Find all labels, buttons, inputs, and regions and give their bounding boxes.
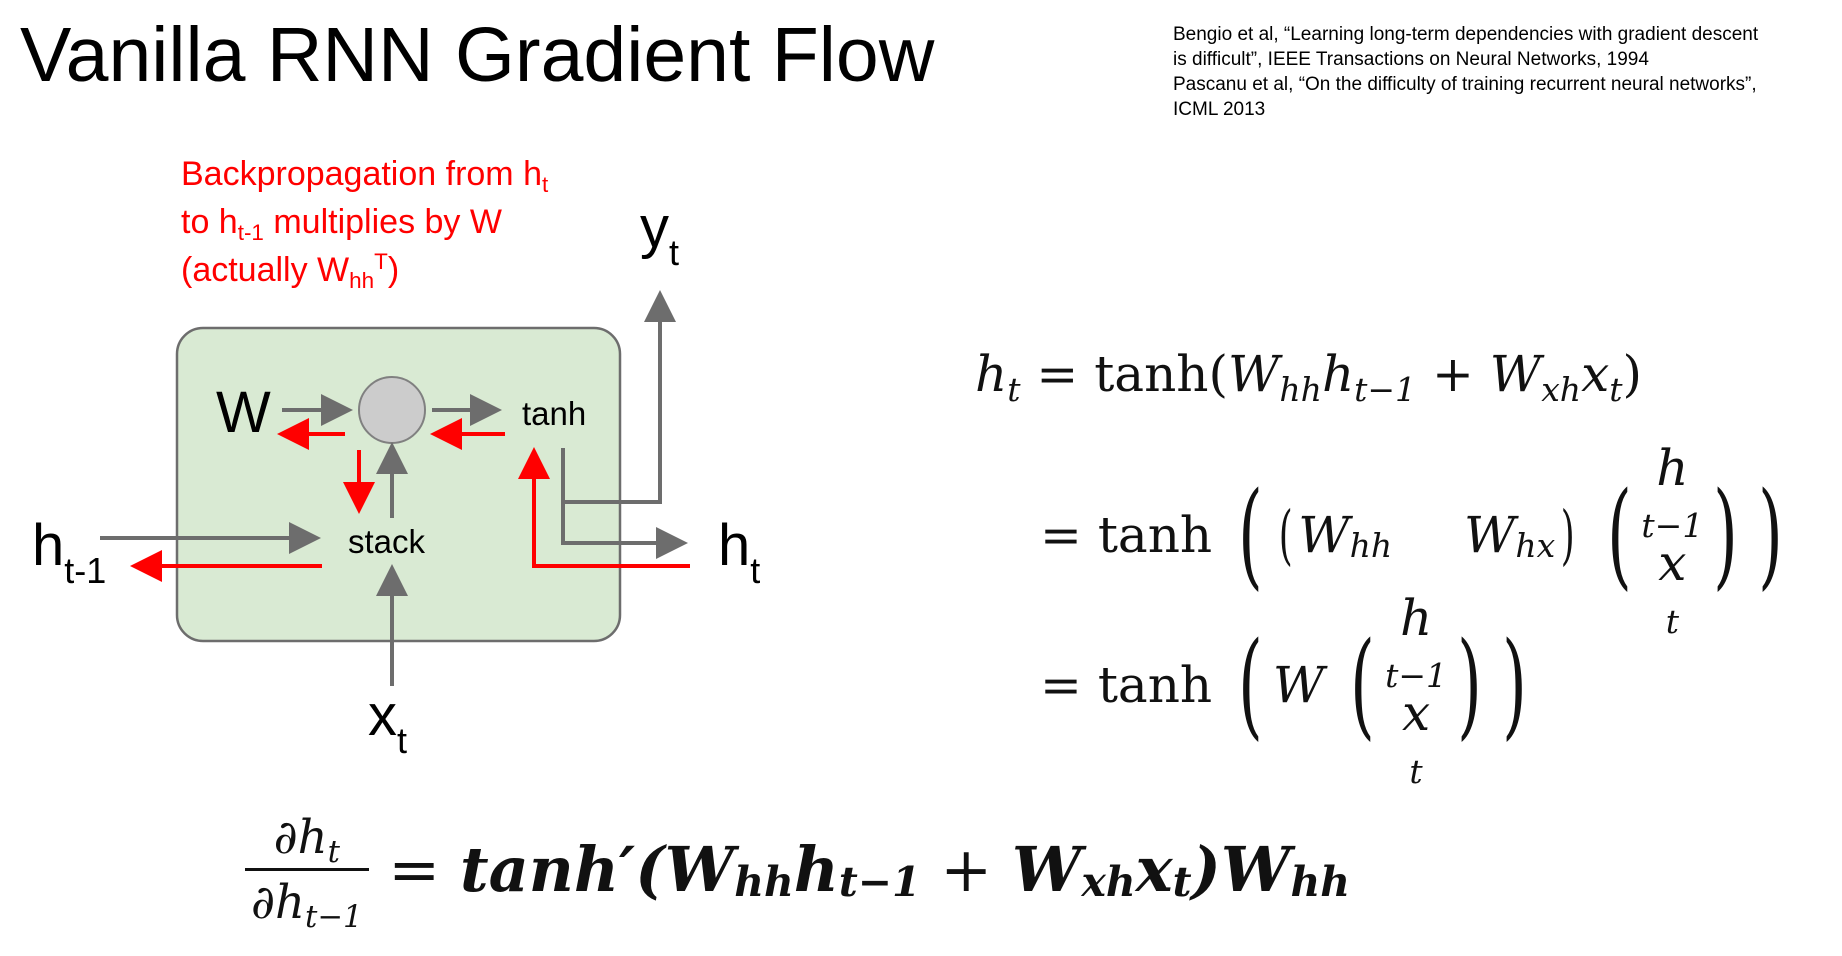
- annotation-line-3: (actually WhhT): [181, 248, 548, 296]
- references: Bengio et al, “Learning long-term depend…: [1173, 22, 1758, 122]
- multiply-node: [358, 376, 426, 444]
- arrow-tanh-to-y: [563, 290, 676, 504]
- w-label: W: [216, 380, 271, 445]
- backprop-annotation: Backpropagation from ht to ht-1 multipli…: [181, 152, 548, 296]
- slide-title: Vanilla RNN Gradient Flow: [20, 12, 935, 98]
- annotation-text: Backpropagation from h: [181, 155, 542, 193]
- tanh-label: tanh: [522, 395, 586, 432]
- annotation-line-2: to ht-1 multiplies by W: [181, 200, 548, 248]
- rnn-cell-box: [175, 326, 622, 643]
- annotation-text: multiplies by W: [263, 203, 502, 241]
- annotation-line-1: Backpropagation from ht: [181, 152, 548, 200]
- y-output-label: yt: [640, 195, 679, 273]
- annotation-superscript: T: [374, 248, 388, 274]
- equation-gradient: ∂ht ∂ht−1 = tanh′(Whhht−1 + Wxhxt)Whh: [245, 810, 1350, 935]
- reference-line: Bengio et al, “Learning long-term depend…: [1173, 24, 1759, 45]
- equation-forward: ht = tanh(Whhht−1 + Wxhxt): [975, 345, 1643, 409]
- reference-line: ICML 2013: [1173, 99, 1266, 120]
- h-prev-label: ht-1: [32, 513, 106, 591]
- annotation-subscript: t-1: [237, 219, 264, 245]
- annotation-subscript: hh: [349, 267, 375, 293]
- x-input-label: xt: [368, 683, 407, 761]
- reference-line: is difficult”, IEEE Transactions on Neur…: [1173, 49, 1649, 70]
- annotation-subscript: t: [541, 171, 549, 197]
- reference-line: Pascanu et al, “On the difficulty of tra…: [1173, 74, 1757, 95]
- stack-label: stack: [348, 523, 426, 560]
- annotation-text: ): [387, 251, 400, 289]
- annotation-text: to h: [181, 203, 238, 241]
- h-next-label: ht: [718, 513, 760, 591]
- arrow-tanh-to-hnext: [561, 448, 688, 559]
- annotation-text: (actually W: [181, 251, 350, 289]
- derivative-fraction: ∂ht ∂ht−1: [245, 810, 369, 935]
- backprop-arrow-hnext-to-tanh: [518, 447, 690, 568]
